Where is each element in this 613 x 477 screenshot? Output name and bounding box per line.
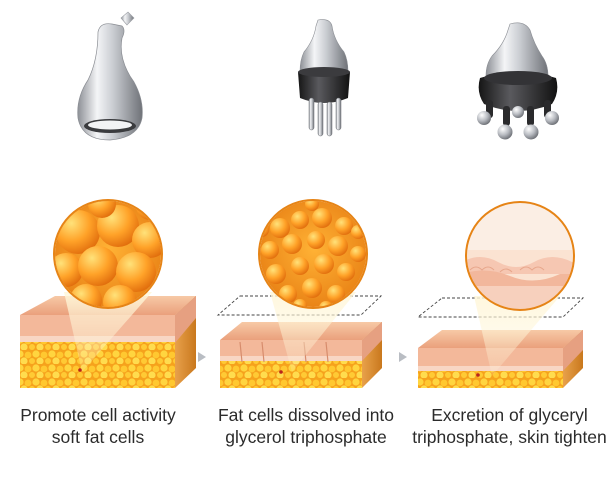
skin-block-1 xyxy=(20,292,196,388)
step-3-caption-line-1: Excretion of glyceryl xyxy=(431,405,588,425)
six-ball-roller-probe-icon xyxy=(477,22,559,140)
four-pin-roller-probe-icon xyxy=(298,19,350,137)
step-3-caption: Excretion of glyceryl triphosphate, skin… xyxy=(406,404,613,448)
step-2-caption: Fat cells dissolved into glycerol tripho… xyxy=(208,404,404,448)
step-2-caption-line-2: glycerol triphosphate xyxy=(225,427,387,447)
step-3-caption-line-2: triphosphate, skin tighten xyxy=(412,427,607,447)
step-1-caption-line-2: soft fat cells xyxy=(51,427,145,447)
skin-block-3 xyxy=(416,296,585,388)
step-1-caption-line-1: Promote cell activity xyxy=(20,405,176,425)
magnified-fat-cells-circle-2 xyxy=(258,199,368,309)
skin-block-2 xyxy=(216,292,383,388)
arrow-right-icon xyxy=(198,352,206,362)
step-2-caption-line-1: Fat cells dissolved into xyxy=(217,405,395,425)
arrow-right-icon xyxy=(399,352,407,362)
magnified-fat-cells-circle-1 xyxy=(53,199,163,309)
step-1-caption: Promote cell activity soft fat cells xyxy=(0,404,196,448)
smooth-head-probe-icon xyxy=(77,11,143,141)
